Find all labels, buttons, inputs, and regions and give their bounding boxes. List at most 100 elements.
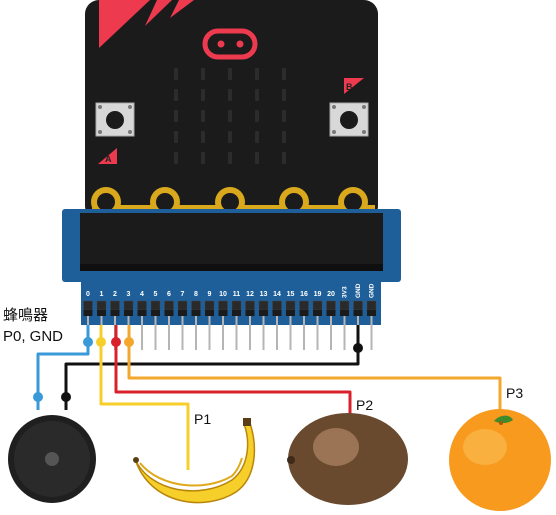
header-base bbox=[353, 310, 363, 316]
header-block bbox=[353, 300, 363, 311]
header-block bbox=[164, 300, 174, 311]
header-block bbox=[83, 300, 93, 311]
button-b: B bbox=[329, 78, 369, 137]
header-base bbox=[205, 310, 214, 316]
header-block bbox=[258, 300, 269, 311]
header-pin bbox=[262, 316, 265, 350]
pin-label: 10 bbox=[219, 291, 227, 298]
probe-label-p1: P1 bbox=[194, 411, 211, 427]
header-pin bbox=[330, 316, 332, 350]
header-base bbox=[340, 310, 349, 316]
header-block bbox=[96, 300, 107, 311]
header-pin bbox=[195, 316, 197, 350]
led bbox=[174, 68, 178, 80]
led bbox=[201, 68, 205, 80]
header-pin bbox=[303, 316, 305, 350]
header-base bbox=[299, 310, 309, 316]
led bbox=[174, 131, 178, 143]
header-base bbox=[164, 310, 174, 316]
header-block bbox=[285, 300, 296, 311]
led-matrix bbox=[174, 68, 286, 164]
buzzer-label-line2: P0, GND bbox=[3, 328, 63, 345]
led bbox=[174, 110, 178, 122]
header-block bbox=[218, 300, 228, 311]
header-base bbox=[178, 310, 187, 316]
led bbox=[282, 131, 286, 143]
pin-label: 13 bbox=[260, 291, 268, 298]
pin-label: 11 bbox=[233, 291, 241, 298]
led bbox=[282, 89, 286, 101]
pin-label: 14 bbox=[273, 291, 281, 298]
pin-label: 15 bbox=[287, 291, 295, 298]
header-pin bbox=[235, 316, 238, 350]
microbit-board: A B bbox=[85, 0, 378, 220]
wire-p1-yellow bbox=[99, 325, 190, 470]
pin-label: 6 bbox=[167, 291, 171, 298]
led bbox=[174, 152, 178, 164]
orange bbox=[449, 409, 551, 511]
buzzer bbox=[8, 415, 96, 503]
pin-label: 19 bbox=[314, 291, 322, 298]
pin-label: 0 bbox=[86, 291, 90, 298]
header-pin bbox=[154, 316, 157, 350]
pin-label: 4 bbox=[140, 291, 144, 298]
header-base bbox=[151, 310, 160, 316]
header-block bbox=[339, 300, 350, 311]
header-base bbox=[191, 310, 201, 316]
probe-label-p3: P3 bbox=[506, 385, 523, 401]
led bbox=[201, 89, 205, 101]
header-base bbox=[83, 310, 93, 316]
power-pin-label: GND bbox=[369, 283, 376, 298]
header-block bbox=[326, 300, 336, 311]
header-pin bbox=[343, 316, 346, 350]
header-block bbox=[231, 300, 242, 311]
header-pin bbox=[316, 316, 319, 350]
header-block bbox=[137, 300, 147, 311]
microbit-logo bbox=[202, 28, 258, 60]
header-base bbox=[367, 310, 376, 316]
led bbox=[201, 110, 205, 122]
led bbox=[255, 89, 259, 101]
pin-label: 12 bbox=[246, 291, 254, 298]
header-block bbox=[245, 300, 255, 311]
banana bbox=[133, 418, 256, 504]
wire-p3-orange bbox=[127, 325, 502, 410]
pin-label: 5 bbox=[154, 291, 158, 298]
pin-label: 16 bbox=[300, 291, 308, 298]
header-block bbox=[312, 300, 323, 311]
pin-label: 7 bbox=[181, 291, 185, 298]
pin-label: 9 bbox=[208, 291, 212, 298]
led bbox=[201, 131, 205, 143]
header-block bbox=[299, 300, 309, 311]
wire-gnd-black bbox=[64, 325, 360, 410]
led bbox=[228, 131, 232, 143]
header-block bbox=[150, 300, 161, 311]
led bbox=[228, 89, 232, 101]
led bbox=[228, 110, 232, 122]
led bbox=[201, 152, 205, 164]
led bbox=[282, 110, 286, 122]
pin-label: 2 bbox=[113, 291, 117, 298]
header-pin bbox=[168, 316, 170, 350]
probe-label-p2: P2 bbox=[356, 397, 373, 413]
header-pin bbox=[249, 316, 251, 350]
header-pin bbox=[370, 316, 373, 350]
header-base bbox=[245, 310, 255, 316]
wire-p2-red bbox=[114, 325, 352, 415]
led bbox=[255, 68, 259, 80]
led bbox=[228, 68, 232, 80]
header-block bbox=[272, 300, 282, 311]
header-base bbox=[97, 310, 106, 316]
button-a-label: A bbox=[105, 154, 112, 164]
header-pin bbox=[276, 316, 278, 350]
header-block bbox=[366, 300, 377, 311]
header-block bbox=[204, 300, 215, 311]
header-pin bbox=[141, 316, 143, 350]
led bbox=[255, 152, 259, 164]
power-pin-label: GND bbox=[355, 283, 362, 298]
header-pin bbox=[222, 316, 224, 350]
header-base bbox=[137, 310, 147, 316]
button-a: A bbox=[95, 102, 135, 164]
header-base bbox=[110, 310, 120, 316]
